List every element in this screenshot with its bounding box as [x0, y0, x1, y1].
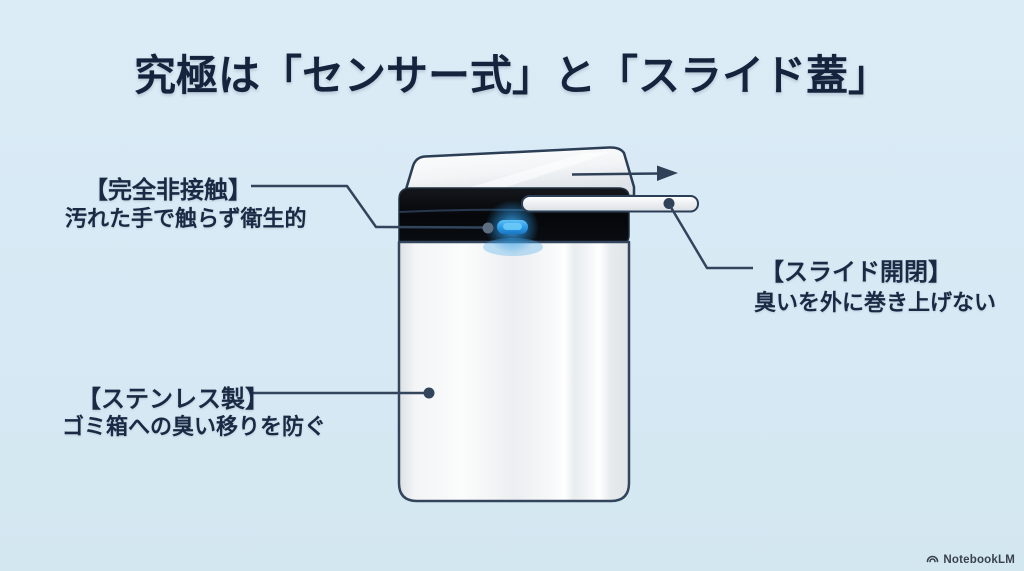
lid-highlight: [468, 152, 612, 190]
annotation-contactless-heading: 【完全非接触】: [84, 177, 252, 204]
connector-contactless: [251, 184, 494, 234]
annotation-slide-heading: 【スライド開閉】: [760, 259, 952, 286]
lid-top: [402, 146, 636, 198]
connector-slide: [667, 203, 753, 270]
notebooklm-logo-icon: [927, 555, 939, 563]
can-body: [397, 238, 631, 503]
footer-brand: NotebookLM: [926, 553, 1015, 566]
connector-stainless: [253, 387, 435, 399]
annotation-slide-description: 臭いを外に巻き上げない: [754, 290, 997, 315]
annotation-contactless-description: 汚れた手で触らず衛生的: [65, 206, 307, 231]
sensor-light: [485, 200, 539, 254]
slide-bar-anchor-dot: [663, 198, 675, 209]
slide-title: 究極は「センサー式」と「スライド蓋」: [133, 52, 890, 99]
footer-brand-label: NotebookLM: [943, 553, 1015, 566]
annotation-stainless-description: ゴミ箱への臭い移りを防ぐ: [62, 414, 327, 439]
slide-bar: [521, 195, 699, 213]
annotation-stainless-heading: 【ステンレス製】: [77, 386, 269, 413]
sensor-anchor-dot: [482, 222, 494, 234]
body-anchor-dot: [423, 387, 435, 399]
slide-direction-arrow: [571, 165, 678, 181]
